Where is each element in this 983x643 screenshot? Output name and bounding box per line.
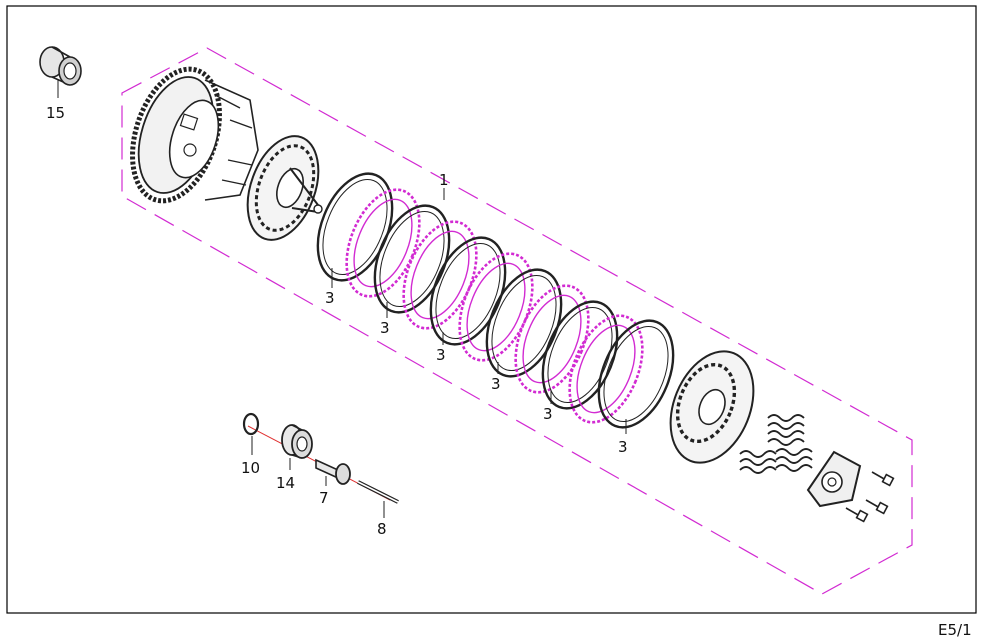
steel-plate [597, 319, 675, 429]
assembly-dashed-outline [121, 47, 913, 595]
spring-retainer-plate [806, 450, 862, 508]
callout-15: 15 [46, 104, 65, 122]
callout-14: 14 [276, 474, 295, 492]
friction-plate [345, 188, 421, 298]
steel-plate [541, 300, 619, 410]
callout-10: 10 [241, 459, 260, 477]
part-15-bushing [39, 46, 82, 98]
callout-3: 3 [325, 289, 335, 307]
callout-1: 1 [439, 171, 449, 189]
bolts [845, 471, 895, 523]
clutch-center-hub [246, 135, 323, 241]
drawing-frame [6, 5, 977, 614]
friction-plate [568, 314, 644, 424]
callout-7: 7 [319, 489, 329, 507]
callout-3: 3 [380, 319, 390, 337]
plate-stack [316, 172, 675, 429]
steel-plate [485, 268, 563, 378]
callout-8: 8 [377, 520, 387, 538]
callout-3: 3 [491, 375, 501, 393]
steel-plate [373, 204, 451, 314]
callouts-3: 3 3 3 3 3 3 [325, 268, 628, 456]
part-7-release-piece [315, 458, 351, 486]
part-14-bearing [281, 424, 313, 470]
pressure-plate [669, 350, 755, 464]
callout-3: 3 [618, 438, 628, 456]
callout-3: 3 [543, 405, 553, 423]
friction-plate [514, 284, 590, 394]
friction-plate [402, 220, 478, 330]
clutch-springs [739, 414, 813, 474]
callout-3: 3 [436, 346, 446, 364]
steel-plate [429, 236, 507, 346]
part-8-push-rod [357, 480, 399, 518]
friction-plate [458, 252, 534, 362]
sheet-reference: E5/1 [938, 621, 972, 639]
part-10-circlip [242, 412, 260, 455]
clutch-outer-housing [130, 66, 259, 204]
